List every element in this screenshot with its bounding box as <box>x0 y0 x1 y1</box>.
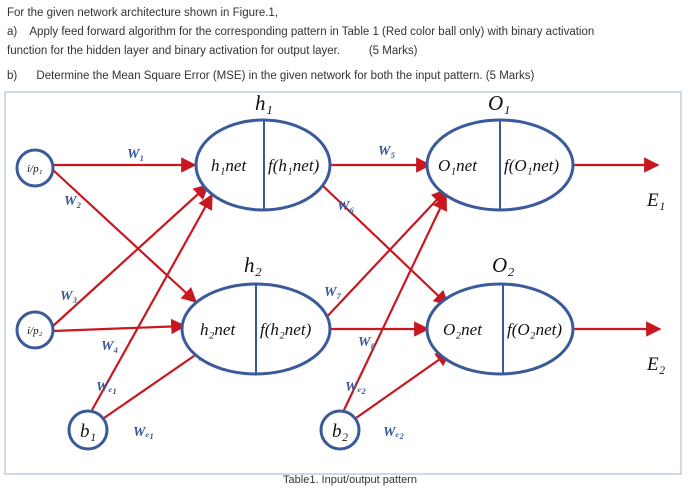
edge-in1-h2 <box>52 169 198 304</box>
edge-h2-o1 <box>321 188 448 323</box>
input-label-2: i/p₂ <box>27 325 43 337</box>
output-node-2 <box>425 282 575 376</box>
output-act-2: f(O₂net) <box>507 320 562 339</box>
hidden-net-2: h₂net <box>200 320 236 339</box>
part-a-marks: (5 Marks) <box>368 45 418 57</box>
weight-label-wb1-b: Wₑ₁ <box>133 425 154 440</box>
weight-label-w2: W₂ <box>64 194 81 209</box>
edge-h1-o2 <box>321 184 450 307</box>
edge-in2-h2 <box>52 318 187 335</box>
bias-label-2: b₂ <box>332 421 349 442</box>
output-net-1: O₁net <box>438 156 478 175</box>
weight-label-w7: W₇ <box>324 285 341 300</box>
hidden-act-2: f(h₂net) <box>260 320 312 339</box>
input-node-1 <box>15 148 55 188</box>
part-a-label: a) <box>7 26 18 38</box>
output-title-2: O₂ <box>492 253 514 277</box>
table-caption: Table1. Input/output pattern <box>283 474 417 486</box>
error-label-1: E₁ <box>646 190 665 211</box>
input-node-2 <box>15 310 55 350</box>
weight-label-wb1-a: Wₑ₁ <box>96 380 117 395</box>
weight-label-w1: W₁ <box>127 147 144 162</box>
hidden-title-2: h₂ <box>244 253 262 277</box>
edge-b2-o1 <box>343 194 447 411</box>
bias-label-1: b₁ <box>80 421 96 442</box>
part-b-label: b) <box>7 70 18 82</box>
weight-label-w3: W₃ <box>60 289 77 304</box>
question-part-a-line2: function for the hidden layer and binary… <box>7 41 417 61</box>
question-intro: For the given network architecture shown… <box>7 7 279 19</box>
edge-b1-h1 <box>91 193 213 411</box>
weight-label-w6: W₆ <box>337 199 354 214</box>
figure-frame <box>4 91 682 475</box>
weight-label-wb2-a: Wₑ₂ <box>345 380 366 395</box>
weight-label-w5: W₅ <box>378 144 395 159</box>
question-part-a-line1: a) Apply feed forward algorithm for the … <box>7 22 594 42</box>
hidden-title-1: h₁ <box>255 91 273 115</box>
error-label-2: E₂ <box>646 354 666 375</box>
part-a-text-line1: Apply feed forward algorithm for the cor… <box>29 26 595 38</box>
output-act-1: f(O₁net) <box>504 156 559 175</box>
edge-b1-h2 <box>103 346 209 419</box>
part-a-text-line2: function for the hidden layer and binary… <box>7 45 341 57</box>
weight-label-w4: W₄ <box>101 339 118 354</box>
output-title-1: O₁ <box>488 91 510 115</box>
edge-in2-h1 <box>52 183 210 327</box>
hidden-act-1: f(h₁net) <box>268 156 320 175</box>
bias-node-1 <box>67 409 109 451</box>
input-label-1: i/p₁ <box>27 163 43 175</box>
part-b-text: Determine the Mean Square Error (MSE) in… <box>36 70 535 82</box>
weight-label-w8: W₈ <box>358 335 375 350</box>
weight-label-wb2-b: Wₑ₂ <box>383 425 404 440</box>
bias-node-2 <box>319 409 361 451</box>
output-net-2: O₂net <box>443 320 483 339</box>
hidden-net-1: h₁net <box>211 156 247 175</box>
question-part-b: b) Determine the Mean Square Error (MSE)… <box>7 66 534 86</box>
edge-b2-o2 <box>355 351 452 419</box>
